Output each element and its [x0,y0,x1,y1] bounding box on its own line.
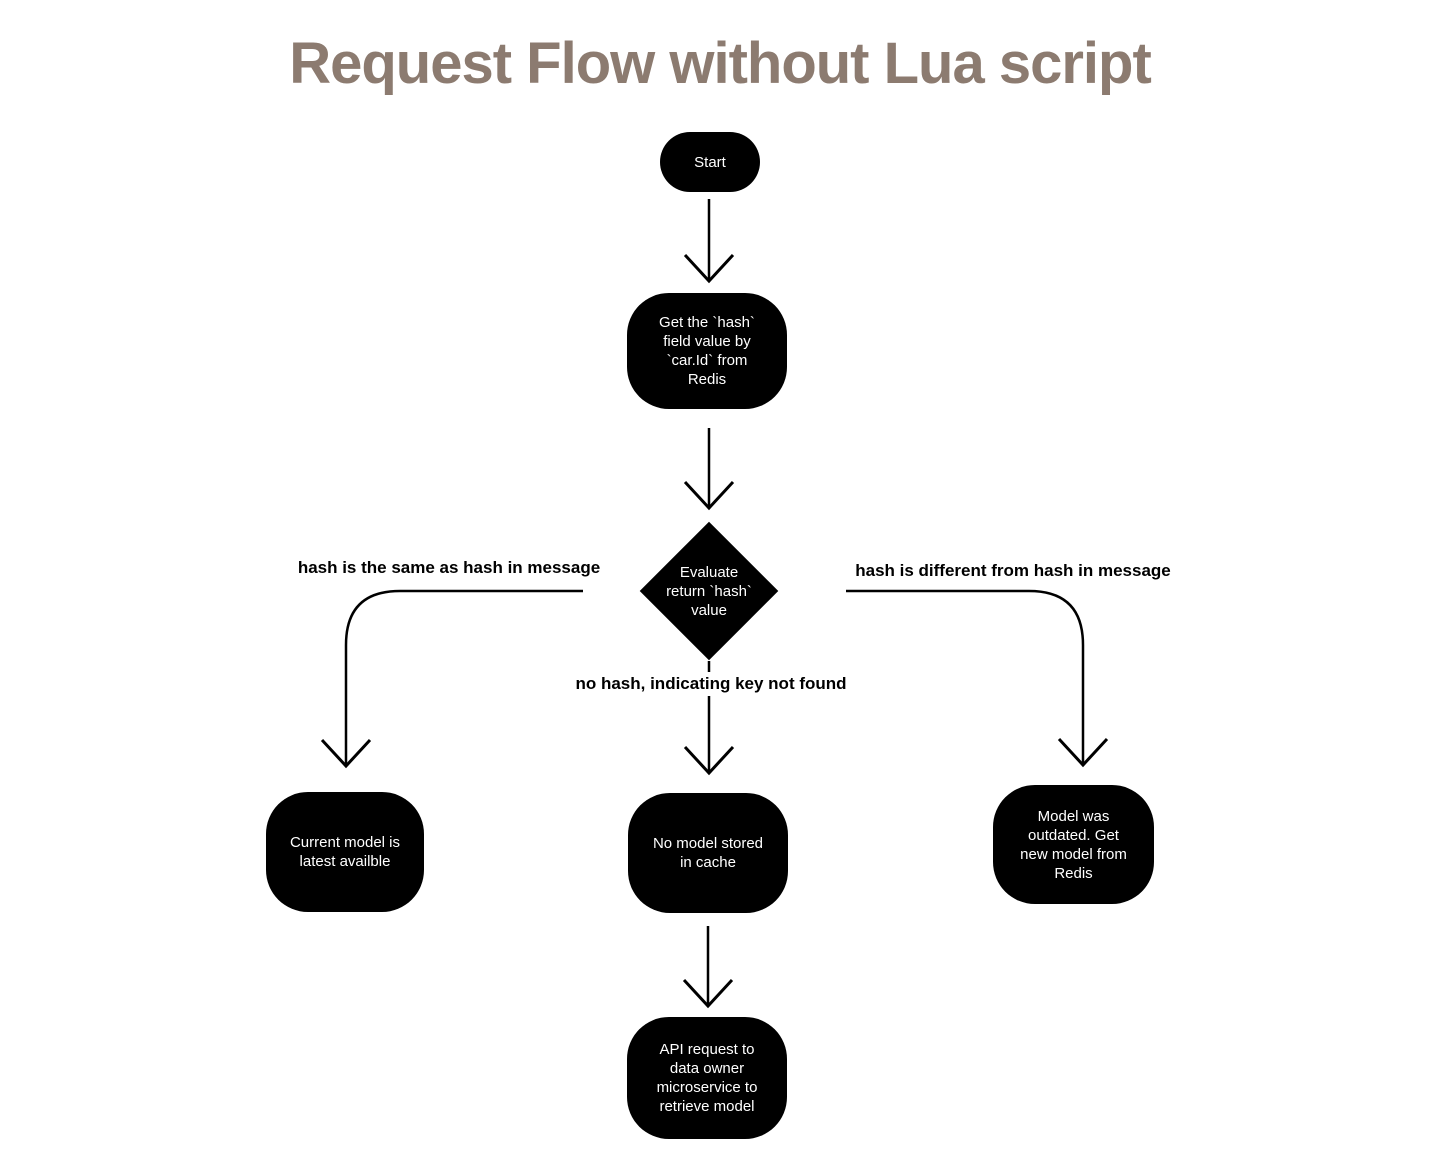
node-outdated-model: Model was outdated. Get new model from R… [993,785,1154,904]
node-no-model: No model stored in cache [628,793,788,913]
arrowhead-down-icon [683,253,735,284]
node-get-hash: Get the `hash` field value by `car.Id` f… [627,293,787,409]
node-evaluate-label: Evaluate return `hash` value [666,563,752,619]
edge-label-hash-different: hash is different from hash in message [855,561,1171,580]
edge-label-no-hash: no hash, indicating key not found [570,672,852,696]
arrowhead-down-icon [683,745,735,776]
arrowhead-down-icon [683,480,735,511]
node-current-model: Current model is latest availble [266,792,424,912]
edge-evaluate-to-current [344,589,583,766]
edge-evaluate-to-outdated [846,589,1085,765]
edge-label-hash-same: hash is the same as hash in message [297,558,601,577]
node-api-request: API request to data owner microservice t… [627,1017,787,1139]
arrowhead-down-icon [1057,737,1109,768]
arrowhead-down-icon [320,738,372,769]
node-start: Start [660,132,760,192]
page-title: Request Flow without Lua script [289,31,1152,96]
arrowhead-down-icon [682,978,734,1009]
